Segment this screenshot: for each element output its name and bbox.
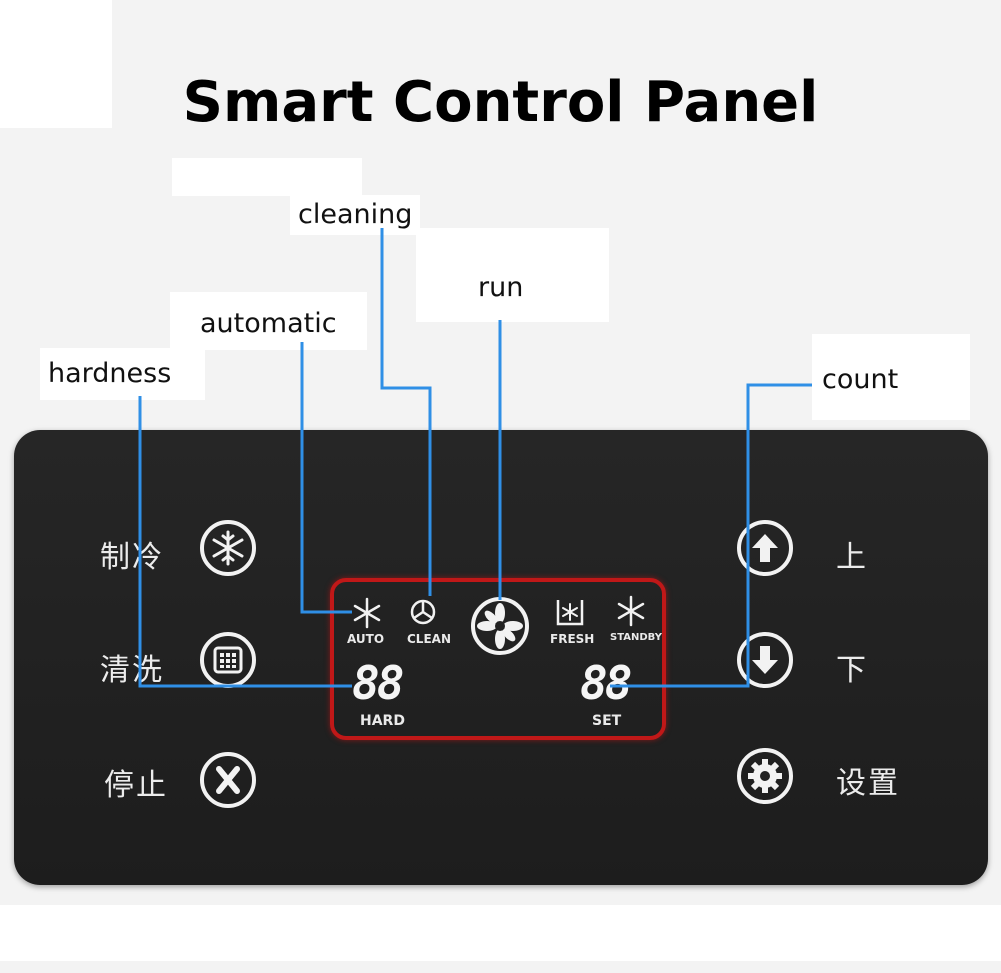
- callout-count: count: [812, 334, 971, 420]
- auto-indicator: AUTO: [347, 632, 385, 646]
- set-caption: SET: [592, 713, 622, 729]
- clean-icon: [410, 599, 436, 625]
- lcd-display: [330, 578, 666, 740]
- page-title: Smart Control Panel: [182, 70, 819, 135]
- arrow-up-icon[interactable]: [737, 520, 793, 576]
- x-icon[interactable]: [200, 752, 256, 808]
- hardness-digits: 88: [352, 656, 404, 710]
- background-block: [172, 158, 362, 196]
- standby-icon: [617, 595, 645, 627]
- snowflake-icon[interactable]: [200, 520, 256, 576]
- settings-label: 设置: [836, 766, 900, 801]
- bottom-strip: [0, 905, 1001, 961]
- count-digits: 88: [580, 656, 632, 710]
- callout-cleaning: cleaning: [290, 195, 421, 235]
- callout-automatic: automatic: [170, 292, 367, 350]
- cooling-label: 制冷: [100, 540, 164, 575]
- auto-snowflake-icon: [353, 597, 381, 629]
- arrow-down-icon[interactable]: [737, 632, 793, 688]
- callout-run: run: [416, 228, 610, 322]
- cleaning-line: [380, 228, 432, 596]
- clean-label: 清洗: [100, 653, 164, 688]
- automatic-line: [300, 342, 352, 614]
- clean-indicator: CLEAN: [407, 632, 451, 646]
- fresh-icon: [556, 600, 584, 626]
- count-line: [610, 383, 812, 688]
- standby-indicator: STANDBY: [610, 632, 662, 643]
- up-label: 上: [836, 540, 868, 575]
- fresh-indicator: FRESH: [550, 632, 595, 646]
- stop-label: 停止: [104, 768, 168, 803]
- hard-caption: HARD: [360, 713, 405, 729]
- hardness-line: [138, 396, 352, 688]
- callout-hardness: hardness: [40, 348, 206, 400]
- gear-icon[interactable]: [737, 748, 793, 804]
- down-label: 下: [836, 653, 868, 688]
- background-block: [0, 0, 112, 128]
